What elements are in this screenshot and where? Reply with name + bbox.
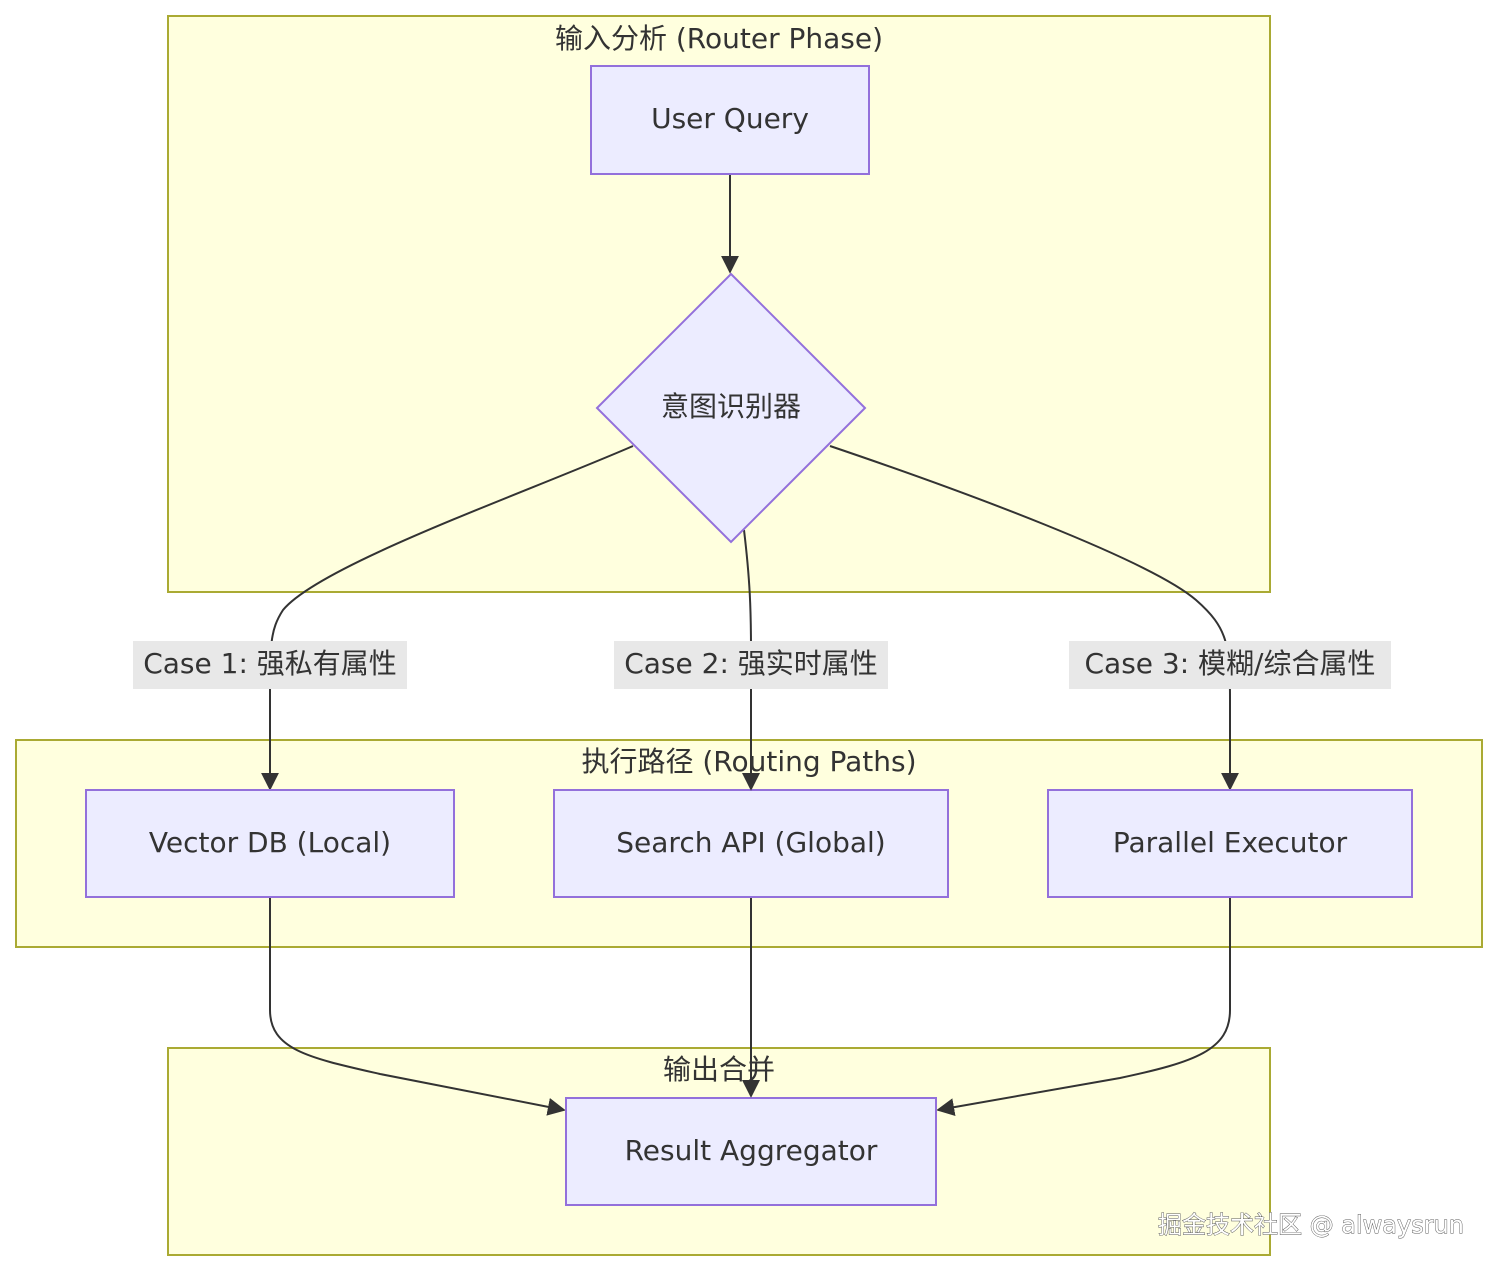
cluster-routing-paths-title: 执行路径 (Routing Paths)	[581, 745, 916, 778]
node-search-api-text: Search API (Global)	[616, 826, 885, 859]
edge-label-case2: Case 2: 强实时属性	[614, 641, 888, 689]
node-intent-recognizer-text: 意图识别器	[661, 390, 801, 423]
edge-parallel-to-aggregator	[936, 898, 1231, 1117]
watermark-text: 掘金技术社区 @ alwaysrun	[1158, 1211, 1464, 1239]
node-intent-recognizer: 意图识别器	[595, 272, 867, 544]
node-search-api: Search API (Global)	[553, 789, 949, 898]
edge-label-case3: Case 3: 模糊/综合属性	[1069, 641, 1391, 689]
cluster-router-phase-title: 输入分析 (Router Phase)	[555, 22, 883, 55]
node-result-aggregator-text: Result Aggregator	[625, 1134, 878, 1167]
edge-label-case2-text: Case 2: 强实时属性	[624, 647, 878, 680]
node-user-query-text: User Query	[651, 102, 809, 135]
edge-label-case1: Case 1: 强私有属性	[133, 641, 407, 689]
node-parallel-executor: Parallel Executor	[1047, 789, 1413, 898]
node-user-query: User Query	[590, 65, 870, 175]
node-vector-db-text: Vector DB (Local)	[149, 826, 391, 859]
edge-label-case1-text: Case 1: 强私有属性	[143, 647, 397, 680]
edge-label-case3-text: Case 3: 模糊/综合属性	[1084, 647, 1375, 680]
edge-vector-db-to-aggregator	[269, 898, 566, 1116]
node-result-aggregator: Result Aggregator	[565, 1097, 937, 1206]
node-parallel-executor-text: Parallel Executor	[1113, 826, 1348, 859]
cluster-merge-title: 输出合并	[663, 1053, 775, 1086]
node-vector-db: Vector DB (Local)	[85, 789, 455, 898]
